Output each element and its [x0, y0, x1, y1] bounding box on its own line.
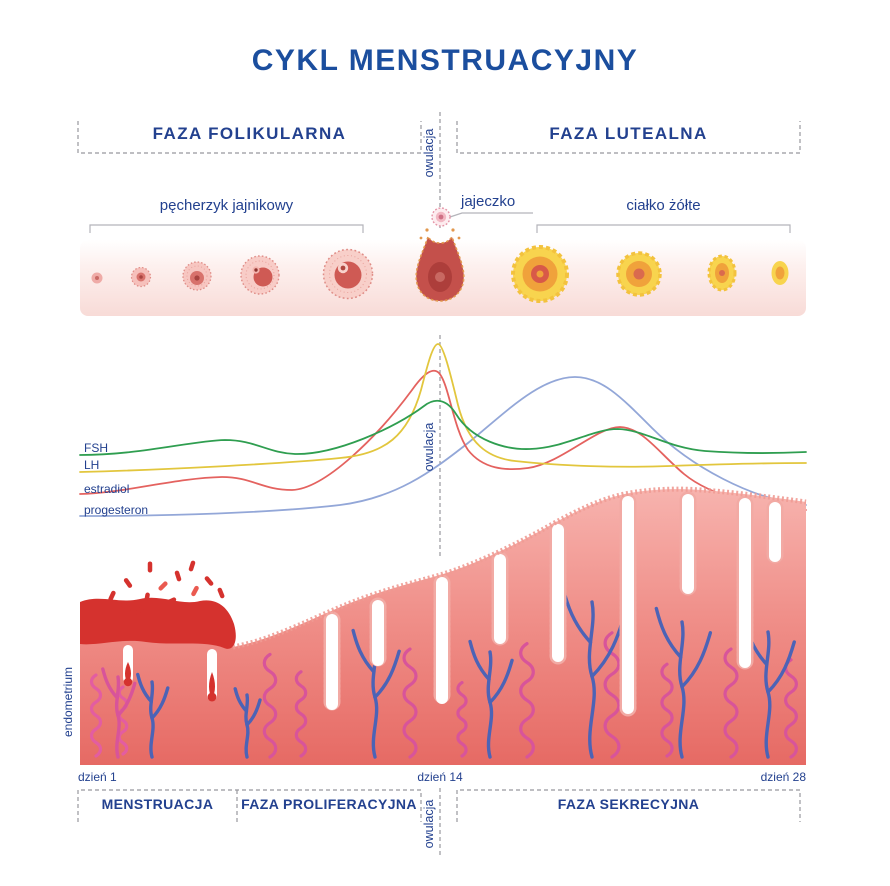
corpus-luteum-label: ciałko żółte — [626, 197, 701, 214]
axis-day14: dzień 14 — [417, 770, 463, 784]
endometrium-surface — [232, 486, 807, 650]
ovulation-follicle-art — [415, 207, 465, 302]
top-phase-brackets — [77, 121, 801, 154]
label-connectors — [89, 212, 791, 233]
follicle-stages-art — [91, 248, 374, 300]
follicle-label: pęcherzyk jajnikowy — [159, 197, 294, 214]
phase-follicular-label: FAZA FOLIKULARNA — [152, 124, 347, 143]
progesteron-curve — [79, 376, 807, 517]
progesteron-label: progesteron — [84, 503, 149, 517]
fsh-curve — [79, 399, 807, 456]
egg-icon — [431, 207, 451, 227]
phase-luteal-label: FAZA LUTEALNA — [549, 124, 708, 143]
estradiol-label: estradiol — [84, 482, 130, 496]
phase-proliferative-label: FAZA PROLIFERACYJNA — [241, 796, 417, 812]
phase-menstruation-label: MENSTRUACJA — [101, 796, 214, 812]
blood-debris — [108, 560, 225, 615]
ovulation-top-label: owulacja — [422, 128, 436, 178]
estradiol-curve — [79, 369, 807, 511]
lh-label: LH — [84, 458, 100, 472]
corpus-luteum-art — [511, 245, 789, 303]
menstruation-blood — [80, 560, 236, 702]
phase-secretory-label: FAZA SEKRECYJNA — [557, 796, 700, 812]
egg-label: jajeczko — [461, 193, 516, 210]
bottom-phase-brackets — [77, 789, 801, 822]
fsh-label: FSH — [84, 441, 108, 455]
page-title: CYKL MENSTRUACYJNY — [251, 44, 639, 77]
ovulation-mid-label: owulacja — [422, 422, 436, 472]
gland-clefts — [323, 491, 784, 717]
endometrium-label: endometrium — [61, 666, 75, 738]
hormone-curves — [79, 343, 807, 517]
axis-day1: dzień 1 — [78, 770, 117, 784]
lh-curve — [79, 343, 807, 473]
endometrium-art — [80, 486, 807, 765]
ovulation-bottom-label: owulacja — [422, 799, 436, 849]
axis-day28: dzień 28 — [760, 770, 806, 784]
